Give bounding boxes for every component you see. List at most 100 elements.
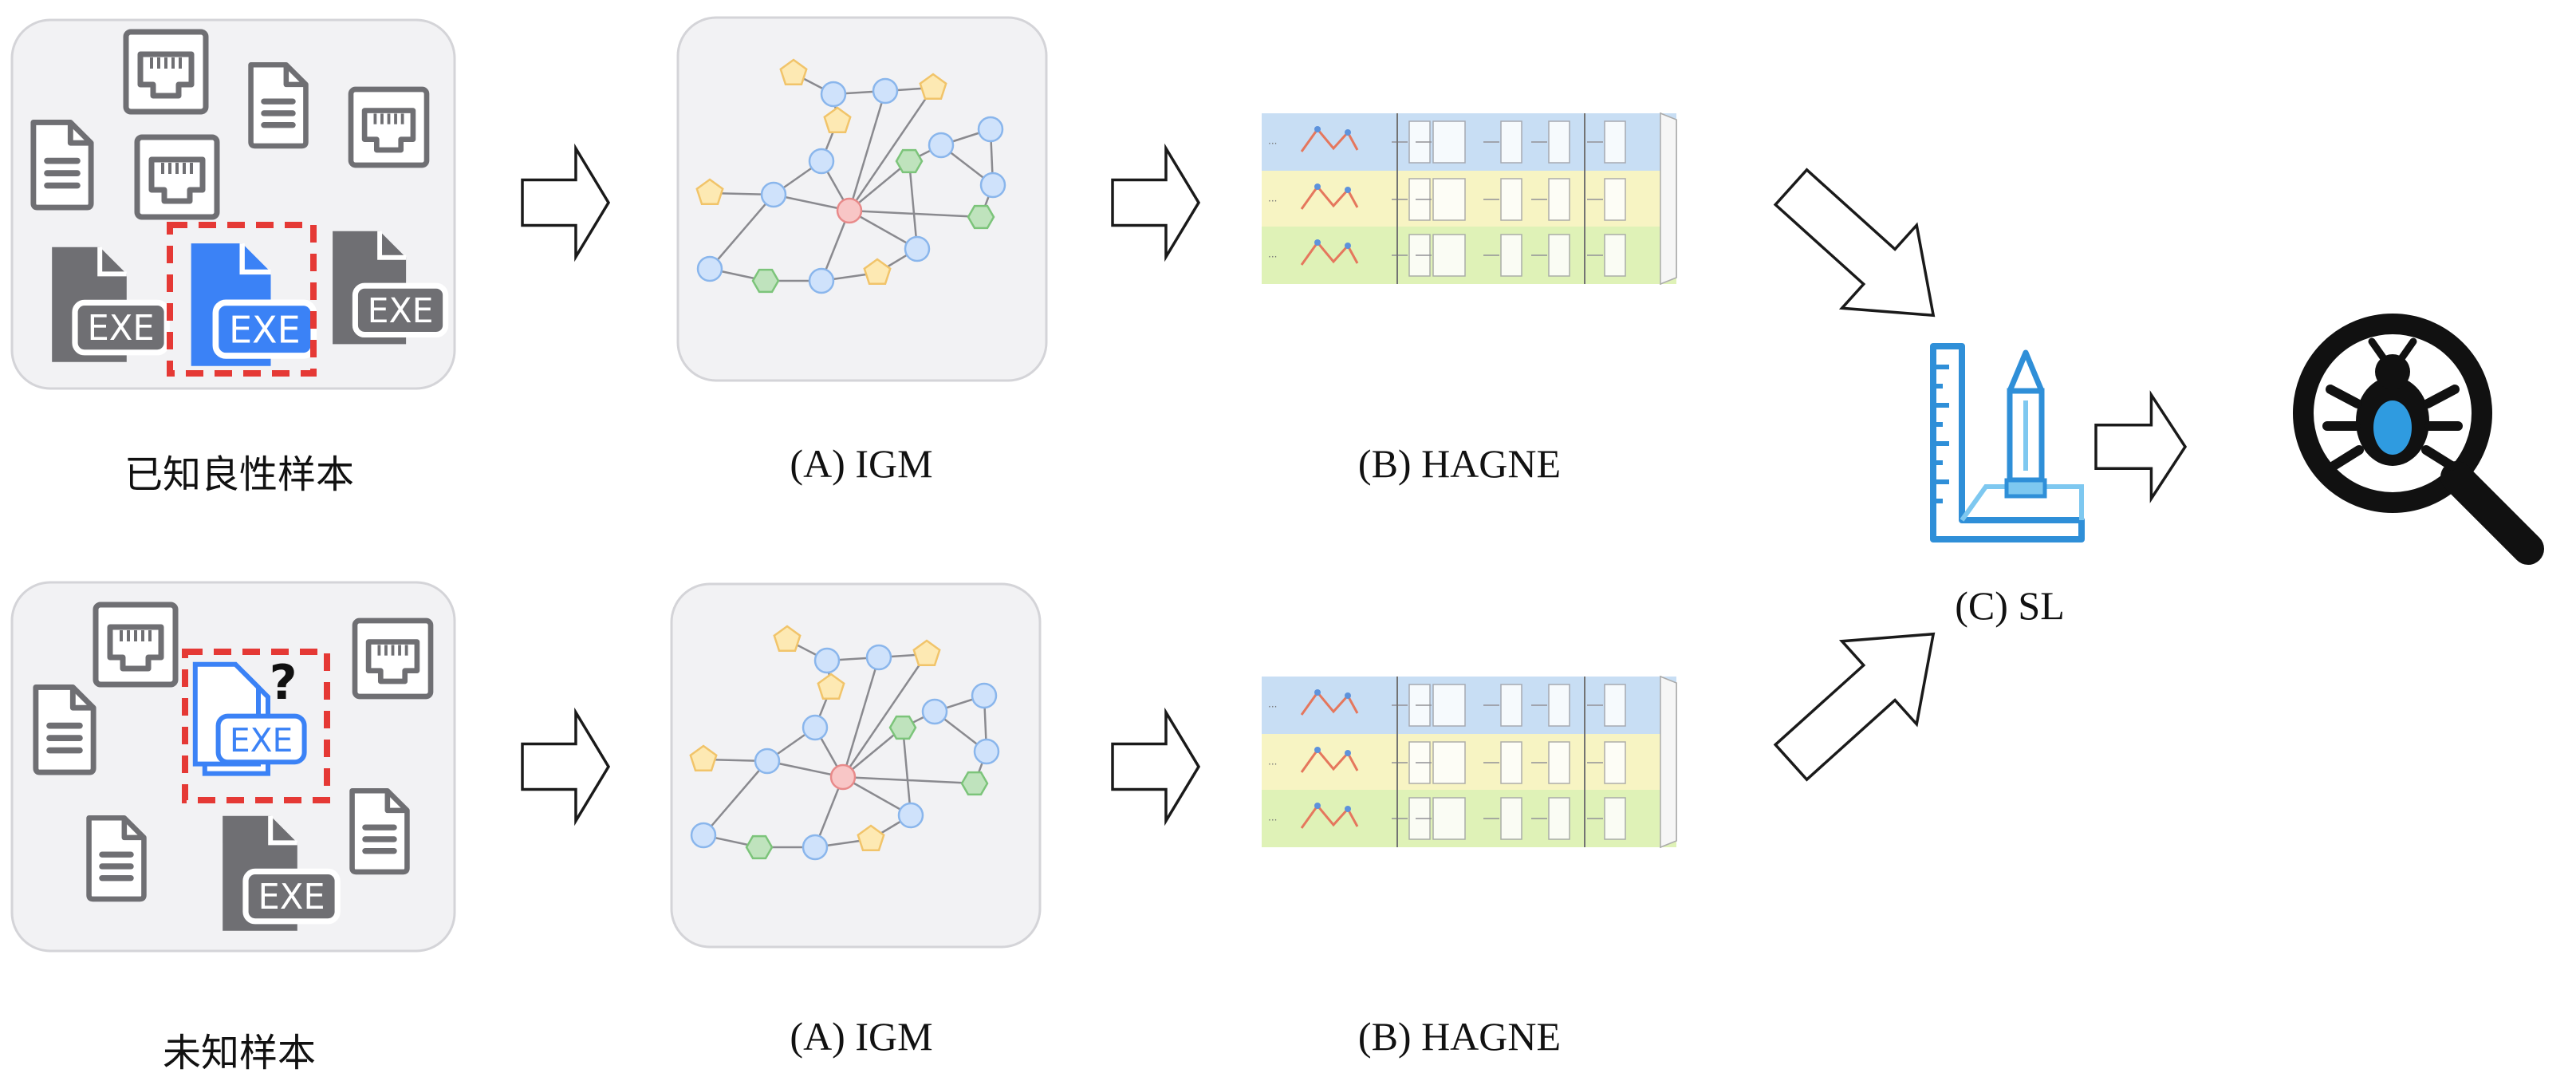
ethernet-port-icon (134, 134, 220, 220)
igm-node (897, 802, 924, 829)
ethernet-port-icon (93, 602, 179, 688)
igm-graph-bottom (670, 582, 1042, 949)
hagne-graph-sketch (1300, 240, 1359, 266)
igm-node (960, 771, 989, 796)
igm-node (865, 644, 892, 671)
question-mark: ? (270, 655, 297, 711)
igm-node (973, 738, 1000, 765)
hagne-dots: ··· (1268, 138, 1277, 149)
igm-edge (703, 760, 768, 836)
hagne-block (1604, 741, 1626, 784)
igm-nodes (689, 625, 1000, 861)
label-unknown-samples: 未知样本 (162, 1031, 316, 1075)
exe-badge-text: EXE (368, 292, 434, 331)
hagne-block (1604, 178, 1626, 221)
hagne-block (1432, 741, 1466, 784)
igm-node (872, 77, 899, 105)
hagne-block (1548, 178, 1570, 221)
hagne-node (1345, 129, 1351, 136)
igm-edge (841, 657, 880, 778)
ruler-pencil-icon (1930, 343, 2085, 542)
igm-node (802, 834, 829, 861)
exe-badge-text: EXE (88, 309, 155, 349)
igm-node (977, 116, 1004, 143)
hagne-node (1345, 806, 1351, 812)
arrow-hagne-to-sl-bottom (1773, 632, 1936, 782)
igm-node (863, 258, 892, 286)
hagne-dots: ··· (1268, 195, 1277, 207)
igm-node (696, 255, 723, 282)
input-files-unknown: EXE EXE? (33, 602, 434, 931)
ethernet-port-icon (348, 86, 430, 168)
exe-badge-text: EXE (258, 878, 325, 917)
igm-node (745, 834, 774, 860)
exe-badge-text: EXE (230, 721, 293, 759)
hagne-block (1500, 120, 1522, 164)
hagne-node (1314, 183, 1321, 190)
igm-edge (841, 653, 928, 778)
arrow-hagne-to-sl-top (1773, 168, 1936, 318)
hagne-blur-overlay (1262, 113, 1676, 284)
ethernet-port-icon (123, 29, 209, 115)
hagne-dots: ··· (1268, 701, 1277, 712)
igm-node (779, 58, 808, 86)
hagne-block (1548, 684, 1570, 727)
igm-node (912, 639, 941, 667)
igm-node (971, 682, 998, 709)
igm-edge (842, 775, 912, 817)
hagne-output-block (1660, 675, 1677, 849)
label-hagne-top: (B) HAGNE (1357, 441, 1562, 486)
hagne-thumbnail-top: ········· (1262, 112, 1677, 286)
igm-node (967, 204, 995, 230)
exe-file-icon: EXE (223, 815, 341, 931)
exe-file-icon: EXE (52, 247, 170, 362)
arrow-input-to-igm-top (521, 143, 611, 262)
igm-node (979, 172, 1006, 199)
hagne-graph-sketch (1300, 127, 1359, 152)
hagne-block (1604, 684, 1626, 727)
igm-node (808, 148, 835, 175)
igm-node (888, 715, 917, 740)
hagne-block (1432, 234, 1466, 277)
igm-edge (848, 90, 887, 211)
document-icon (33, 684, 97, 775)
hagne-block (1500, 684, 1522, 727)
hagne-block (1432, 684, 1466, 727)
hagne-thumbnail-bottom: ········· (1262, 675, 1677, 849)
hagne-block (1604, 797, 1626, 840)
igm-nodes (695, 58, 1006, 294)
document-icon (349, 788, 410, 875)
hagne-dots: ··· (1268, 759, 1277, 770)
exe-file-icon-highlighted: EXE (191, 243, 317, 366)
exe-file-icon: EXE (333, 231, 449, 345)
hagne-block (1432, 120, 1466, 164)
hagne-block (1548, 234, 1570, 277)
igm-node (751, 268, 780, 294)
hagne-node (1314, 747, 1321, 753)
label-igm-bottom: (A) IGM (790, 1014, 933, 1059)
hagne-block (1604, 120, 1626, 164)
igm-edge (848, 87, 935, 211)
igm-node (817, 673, 845, 700)
hagne-block (1548, 120, 1570, 164)
bug-magnifier-icon (2293, 314, 2544, 565)
hagne-node (1345, 187, 1351, 193)
igm-node (836, 197, 863, 224)
document-icon (248, 62, 309, 149)
arrow-input-to-igm-bottom (521, 707, 611, 826)
hagne-blur-overlay (1262, 677, 1676, 847)
label-igm-top: (A) IGM (790, 441, 933, 486)
hagne-block (1604, 234, 1626, 277)
hagne-block (1432, 797, 1466, 840)
igm-node (829, 763, 857, 791)
hagne-node (1314, 126, 1321, 132)
arrow-igm-to-hagne-top (1111, 143, 1201, 262)
hagne-node (1345, 692, 1351, 699)
label-hagne-bottom: (B) HAGNE (1357, 1014, 1562, 1059)
hagne-graph-sketch (1300, 184, 1359, 210)
hagne-node (1345, 243, 1351, 249)
igm-node (928, 132, 955, 159)
hagne-graph-sketch (1300, 748, 1359, 773)
